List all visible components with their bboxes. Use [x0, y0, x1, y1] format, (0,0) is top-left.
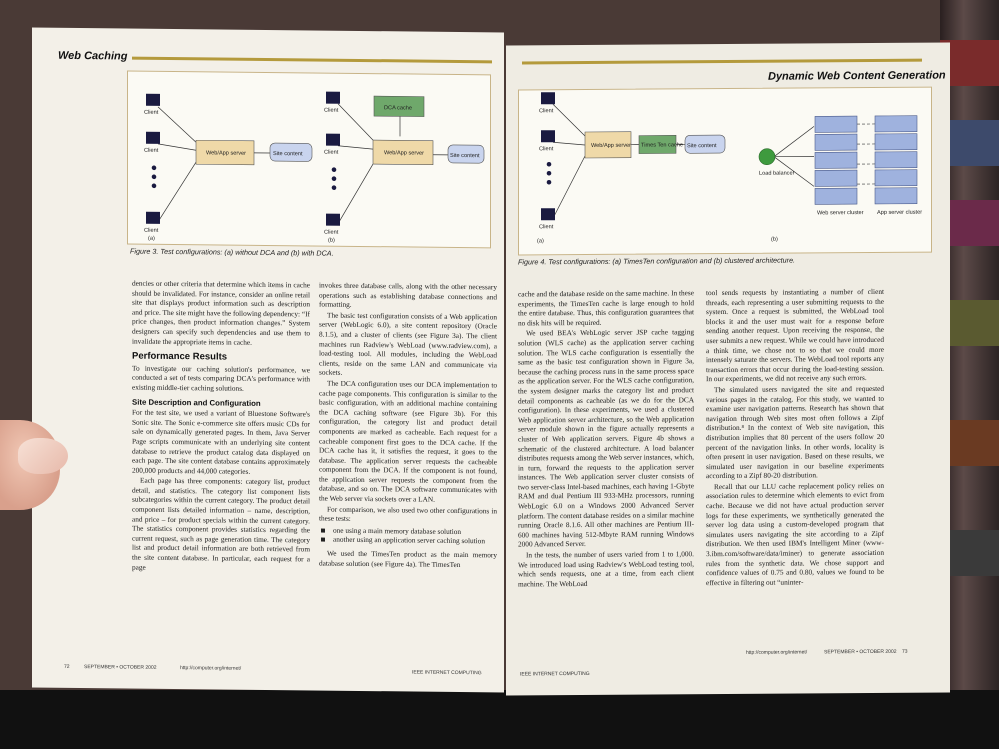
dca-cache-label: DCA cache: [384, 105, 412, 111]
paragraph: The DCA configuration uses our DCA imple…: [319, 378, 497, 504]
left-column-1: dencies or other criteria that determine…: [132, 279, 310, 575]
web-app-server-box: [584, 131, 632, 159]
paragraph: We used the TimesTen product as the main…: [319, 548, 497, 569]
journal-name: IEEE INTERNET COMPUTING: [520, 670, 590, 678]
web-server-node: [814, 115, 858, 133]
journal-name: IEEE INTERNET COMPUTING: [412, 669, 482, 677]
site-content-database: [269, 142, 313, 162]
paragraph: For the test site, we used a variant of …: [132, 407, 310, 476]
table-surface: [0, 690, 999, 749]
right-column-2: tool sends requests by instantiating a n…: [706, 287, 884, 589]
paragraph: To investigate our caching solution's pe…: [132, 363, 310, 393]
panel-a-label: (a): [537, 238, 544, 244]
web-app-server-label: Web/App server: [384, 150, 424, 156]
left-page: Web Caching: [32, 27, 504, 693]
site-content-label: Site content: [273, 151, 303, 157]
client-icon: [146, 93, 160, 106]
dca-cache-box: [373, 95, 425, 117]
client-icon: [541, 92, 555, 105]
bullet-item: another using an application server cach…: [319, 535, 497, 546]
paragraph: The simulated users navigated the site a…: [706, 383, 884, 481]
app-server-node: [874, 115, 918, 133]
client-label: Client: [144, 228, 159, 234]
timesten-cache-label: Times Ten cache: [641, 142, 683, 148]
web-server-node: [814, 169, 858, 187]
right-page-header: Dynamic Web Content Generation: [768, 69, 946, 83]
figure-4-diagram: Client Client Client Web/App server Time…: [537, 92, 922, 244]
web-server-node: [814, 187, 858, 205]
client-icon: [326, 213, 340, 226]
app-server-node: [874, 133, 918, 151]
client-icon: [146, 131, 160, 144]
issue-date: SEPTEMBER • OCTOBER 2002: [84, 664, 157, 671]
right-page: Dynamic Web Content Generation: [506, 42, 950, 696]
page-number: 73: [902, 648, 908, 655]
paragraph: Each page has three components: category…: [132, 475, 310, 572]
figure-4-caption: Figure 4. Test configurations: (a) Times…: [518, 255, 796, 267]
load-balancer-label: Load balancer: [759, 171, 795, 177]
thumbnail-nail: [18, 438, 68, 474]
app-server-node: [874, 151, 918, 169]
paragraph: For comparison, we also used two other c…: [319, 504, 497, 524]
figure-4: Client Client Client Web/App server Time…: [518, 86, 932, 256]
right-column-1: cache and the database reside on the sam…: [518, 288, 694, 590]
figure-3-diagram: Client Client Client Client Client Clien…: [144, 91, 485, 244]
figure-3-caption: Figure 3. Test configurations: (a) witho…: [130, 246, 334, 258]
client-label: Client: [324, 230, 339, 236]
panel-a-label: (a): [148, 236, 155, 242]
app-server-cluster-label: App server cluster: [877, 210, 922, 216]
site-content-label: Site content: [687, 143, 717, 149]
site-content-database: [447, 144, 485, 164]
paragraph: The basic test configuration consists of…: [319, 310, 497, 378]
web-app-server-box: [195, 139, 255, 166]
client-label: Client: [539, 146, 554, 152]
paragraph: invokes three database calls, along with…: [319, 280, 497, 310]
paragraph: cache and the database reside on the sam…: [518, 288, 694, 328]
web-server-node: [814, 151, 858, 169]
panel-b-label: (b): [771, 237, 778, 243]
app-server-node: [874, 169, 918, 187]
paragraph: We used BEA's WebLogic server JSP cache …: [518, 327, 694, 549]
client-label: Client: [539, 224, 554, 230]
paragraph: dencies or other criteria that determine…: [132, 278, 310, 347]
web-app-server-label: Web/App server: [591, 143, 631, 149]
client-icon: [541, 208, 555, 221]
paragraph: In the tests, the number of users varied…: [518, 549, 694, 589]
load-balancer-node: [758, 148, 776, 166]
client-label: Client: [144, 148, 159, 154]
client-icon: [326, 133, 340, 146]
client-label: Client: [539, 108, 554, 114]
web-server-cluster-label: Web server cluster: [817, 210, 864, 216]
timesten-cache-box: [638, 135, 677, 154]
client-icon: [541, 130, 555, 143]
subsection-heading: Site Description and Configuration: [132, 397, 261, 408]
web-app-server-box: [372, 139, 434, 166]
site-content-database: [684, 134, 726, 154]
client-label: Client: [324, 150, 339, 156]
paragraph: Recall that our LLU cache replacement po…: [706, 480, 884, 587]
web-app-server-label: Web/App server: [206, 150, 246, 156]
footer-url: http://computer.org/internet/: [180, 665, 242, 672]
section-heading: Performance Results: [132, 350, 228, 363]
app-server-node: [874, 187, 918, 205]
page-number: 72: [64, 663, 70, 670]
client-label: Client: [144, 110, 159, 116]
site-content-label: Site content: [450, 153, 480, 159]
header-rule: [522, 58, 922, 65]
left-column-2: invokes three database calls, along with…: [319, 281, 497, 571]
panel-b-label: (b): [328, 238, 335, 244]
footer-url: http://computer.org/internet/: [746, 649, 808, 656]
figure-3: Client Client Client Client Client Clien…: [127, 70, 491, 249]
client-icon: [326, 91, 340, 104]
client-label: Client: [324, 108, 339, 114]
web-server-node: [814, 133, 858, 151]
left-page-header: Web Caching: [58, 49, 128, 63]
paragraph: tool sends requests by instantiating a n…: [706, 286, 884, 384]
client-icon: [146, 211, 160, 224]
header-rule: [132, 56, 492, 64]
bullet-list: one using a main memory database solutio…: [319, 525, 497, 546]
issue-date: SEPTEMBER • OCTOBER 2002: [824, 648, 897, 656]
